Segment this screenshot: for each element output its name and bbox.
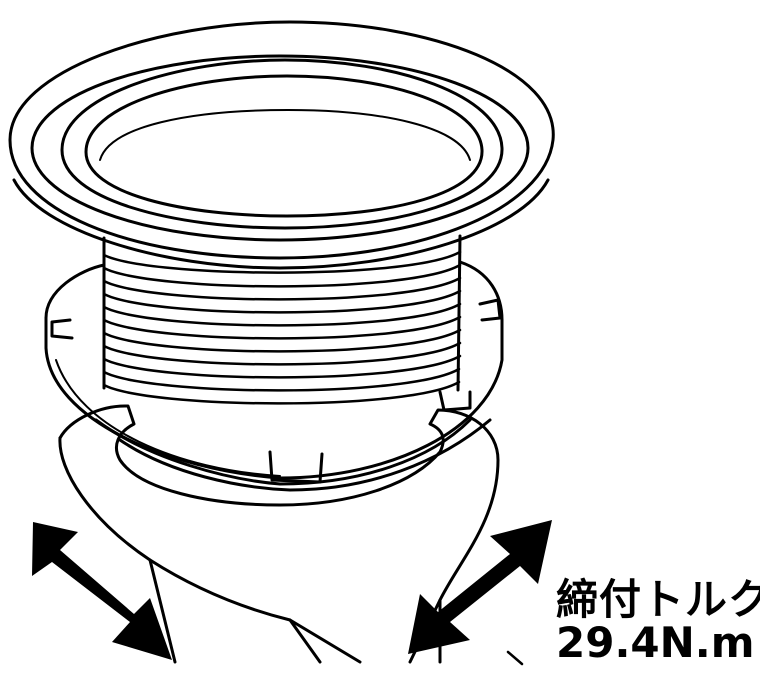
torque-value-label: 29.4N.m — [556, 618, 755, 667]
flange — [8, 20, 555, 270]
torque-title-label: 締付トルク — [556, 575, 760, 624]
left-double-arrow-icon — [32, 522, 172, 660]
leader-mark — [506, 650, 524, 666]
right-double-arrow-icon — [408, 520, 552, 654]
threaded-body — [102, 234, 462, 405]
castle-nut — [44, 260, 504, 492]
